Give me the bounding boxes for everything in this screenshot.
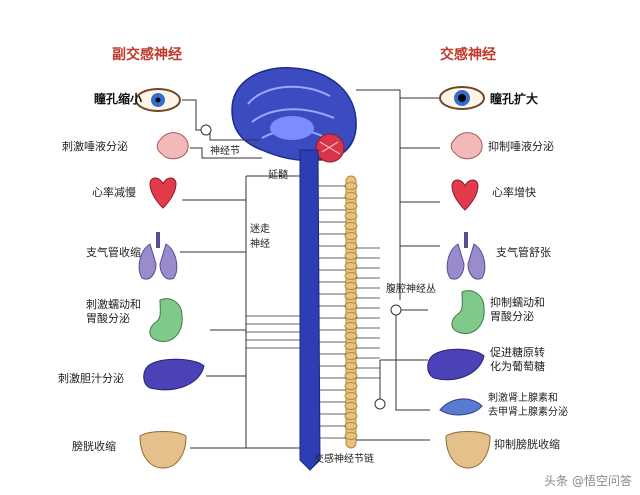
left-salivary-gland-icon (156, 132, 189, 160)
chain-ganglion (344, 222, 358, 230)
chain-ganglion (344, 412, 358, 420)
sympathetic-chain (344, 175, 358, 449)
chain-ganglion (344, 332, 358, 340)
celiac-ganglion-node (390, 304, 402, 316)
sympathetic-chain-label: 交感神经节链 (314, 454, 374, 465)
parasympathetic-connections (180, 99, 300, 449)
watermark: 头条 @悟空问答 (544, 474, 632, 488)
left-effect-bladder: 膀胱收缩 (72, 440, 116, 453)
chain-ganglion (344, 292, 358, 300)
chain-ganglion (344, 242, 358, 250)
chain-ganglion (344, 182, 358, 190)
left-lungs-icon (138, 232, 178, 280)
chain-ganglion (344, 362, 358, 370)
vagus-nerve-label: 迷走 神经 (250, 224, 270, 250)
left-liver-icon (143, 358, 205, 391)
sympathetic-connections (356, 89, 440, 441)
chain-ganglion (344, 392, 358, 400)
right-effect-pupil: 瞳孔扩大 (490, 92, 539, 106)
sympathetic-title: 交感神经 (440, 47, 496, 63)
medulla-label: 延髓 (268, 170, 288, 181)
chain-ganglion (344, 322, 358, 330)
chain-ganglion (344, 432, 358, 440)
right-effect-stomach: 抑制蠕动和 胃酸分泌 (490, 296, 545, 323)
chain-ganglion (344, 372, 358, 380)
ciliary-ganglion-node (200, 124, 212, 136)
chain-ganglion (344, 302, 358, 310)
right-bladder-icon (445, 431, 491, 469)
right-heart-icon (451, 179, 479, 211)
celiac-plexus-label: 腹腔神经丛 (386, 284, 436, 295)
right-effect-adrenaline: 刺激肾上腺素和 去甲肾上腺素分泌 (488, 393, 568, 418)
left-bladder-icon (139, 431, 187, 469)
left-effect-pupil: 瞳孔缩小 (94, 92, 143, 106)
left-effect-stomach: 刺激蠕动和 胃酸分泌 (86, 298, 141, 325)
left-stomach-icon (149, 298, 183, 342)
chain-ganglion (344, 252, 358, 260)
right-salivary-gland-icon (450, 132, 483, 160)
left-effect-bronchi: 支气管收缩 (86, 246, 141, 259)
right-effect-heart: 心率增快 (492, 186, 536, 199)
right-effect-saliva: 抑制唾液分泌 (488, 140, 554, 153)
right-liver-icon (427, 348, 485, 381)
chain-ganglion (344, 192, 358, 200)
right-adrenal-icon (439, 398, 483, 416)
parasympathetic-title: 副交感神经 (112, 47, 182, 63)
chain-ganglion (344, 202, 358, 210)
chain-ganglion (344, 342, 358, 350)
ganglion-label: 神经节 (210, 146, 240, 157)
chain-ganglion (344, 262, 358, 270)
right-effect-glycogen: 促进糖原转 化为葡萄糖 (490, 346, 545, 373)
chain-ganglion (344, 352, 358, 360)
right-eye-icon (439, 86, 485, 110)
left-eye-icon (135, 88, 181, 112)
chain-ganglion (344, 402, 358, 410)
right-stomach-icon (451, 290, 485, 334)
right-lungs-icon (446, 232, 486, 280)
brain (231, 67, 357, 163)
left-heart-icon (149, 177, 177, 209)
right-effect-bladder: 抑制膀胱收缩 (494, 438, 560, 451)
chain-ganglion (344, 422, 358, 430)
chain-ganglion (344, 312, 358, 320)
chain-ganglion (344, 272, 358, 280)
chain-ganglion (344, 382, 358, 390)
chain-ganglion (344, 282, 358, 290)
left-effect-bile: 刺激胆汁分泌 (58, 372, 124, 385)
left-effect-saliva: 刺激唾液分泌 (62, 140, 128, 153)
left-effect-heart: 心率减慢 (92, 186, 136, 199)
spinal-cord (299, 149, 321, 471)
right-effect-bronchi: 支气管舒张 (496, 246, 551, 259)
chain-ganglion (344, 212, 358, 220)
adrenal-ganglion-node (374, 398, 386, 410)
chain-ganglion (344, 232, 358, 240)
